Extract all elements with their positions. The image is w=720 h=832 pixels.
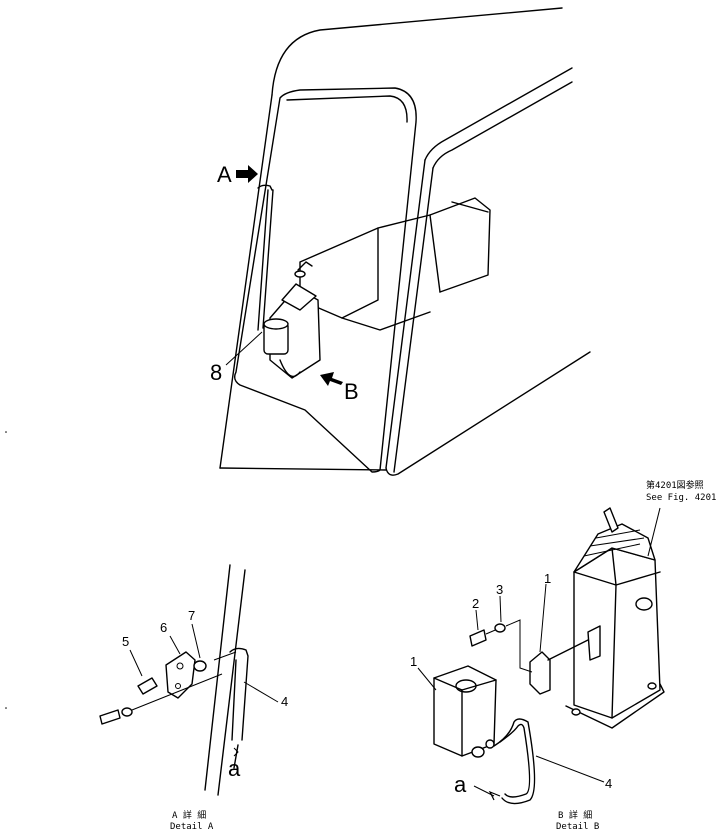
callout-1-left: 1 [410, 654, 417, 669]
callout-4: 4 [281, 694, 288, 709]
control-box [299, 197, 491, 331]
callout-2: 2 [472, 596, 479, 611]
leader-line-6 [169, 635, 181, 655]
leader-line-3 [499, 595, 502, 623]
callout-a-b: a [454, 772, 467, 797]
lever-unit [263, 261, 321, 379]
leader-line-2 [475, 609, 479, 631]
callout-a: a [228, 756, 241, 781]
arrow-a-label: A [217, 162, 232, 187]
detail-a-caption-jp: A 詳 細 [172, 809, 206, 821]
detail-b-caption-jp: B 詳 細 [558, 809, 592, 821]
detail-a-drawing [99, 564, 249, 796]
callout-5: 5 [122, 634, 129, 649]
detail-b-drawing [433, 507, 665, 805]
reference-jp: 第4201図参照 [646, 479, 704, 491]
leader-line-4a [243, 681, 279, 703]
cab-outline [219, 7, 591, 476]
arrow-a-icon [236, 165, 258, 183]
leader-line-1-left [417, 667, 437, 691]
callout-8: 8 [210, 360, 222, 385]
leader-line-ref [647, 507, 661, 557]
callout-7: 7 [188, 608, 195, 623]
leader-line-5 [129, 649, 143, 677]
callout-1-top: 1 [544, 571, 551, 586]
callout-4-b: 4 [605, 776, 612, 791]
scan-dot [5, 431, 7, 433]
leader-line-7 [191, 623, 201, 659]
scan-dot [5, 707, 7, 709]
reference-en: See Fig. 4201 [646, 493, 716, 503]
leader-line-4b [535, 755, 605, 783]
leader-line-8 [225, 331, 263, 366]
leader-line-1-top [539, 583, 547, 653]
detail-a-caption-en: Detail A [170, 822, 214, 832]
callout-6: 6 [160, 620, 167, 635]
arrow-b-label: B [344, 379, 359, 404]
callout-3: 3 [496, 582, 503, 597]
arrow-b-icon [320, 372, 343, 386]
detail-b-caption-en: Detail B [556, 822, 599, 832]
